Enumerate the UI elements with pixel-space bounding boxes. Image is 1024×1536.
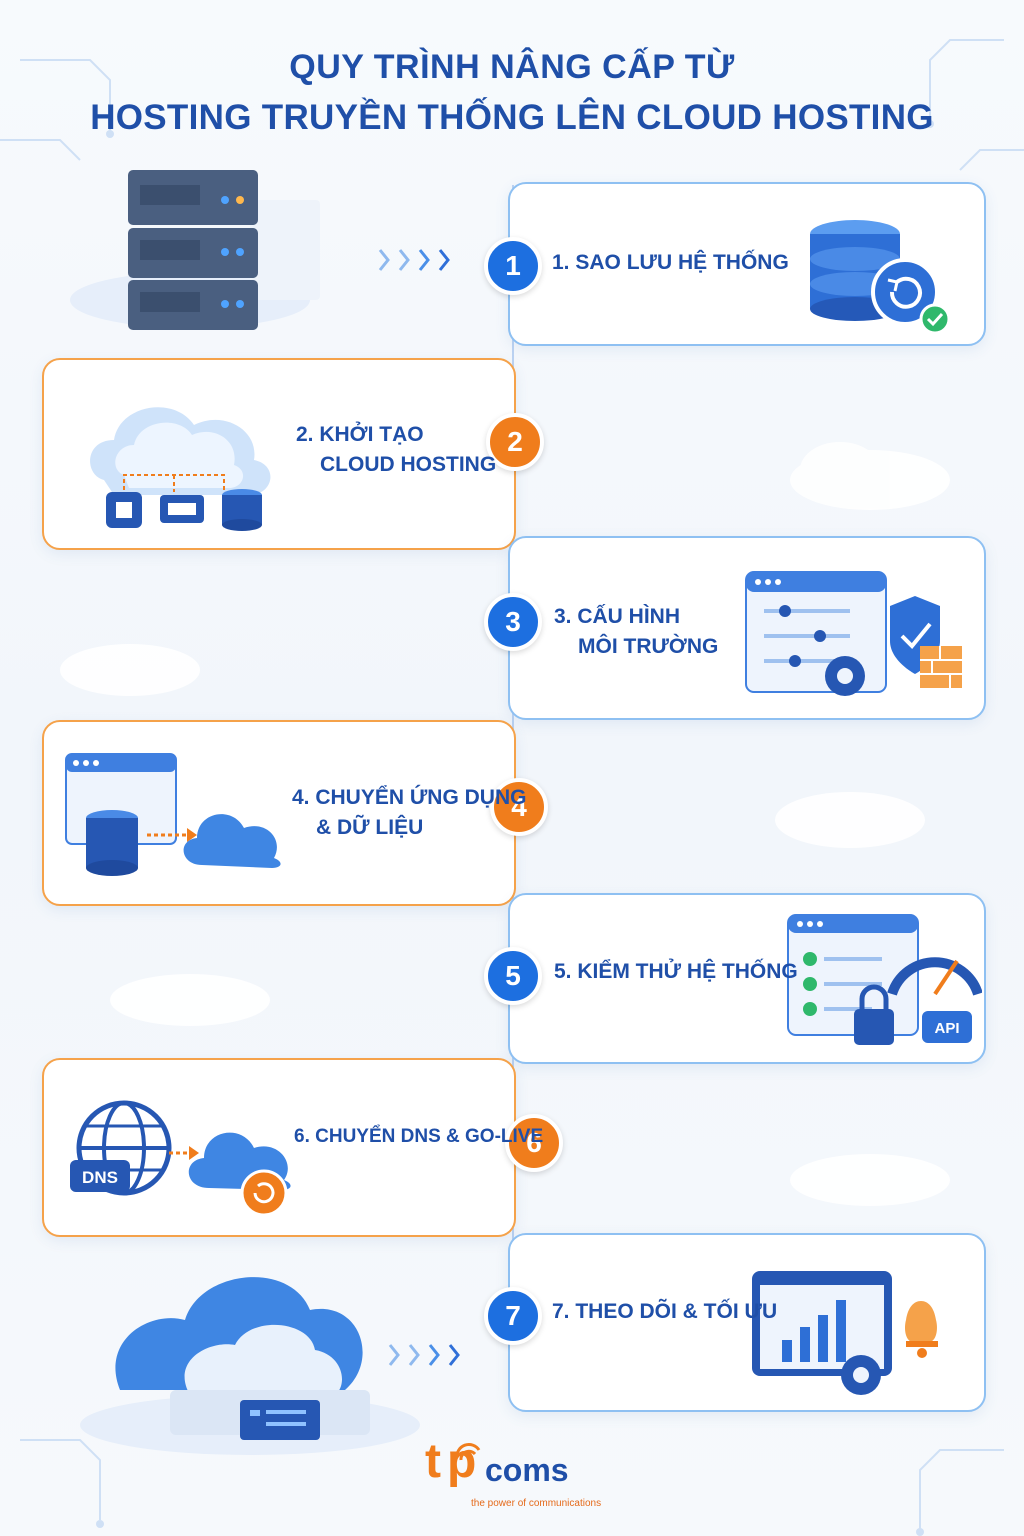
step-label-3-line2: MÔI TRƯỜNG	[578, 635, 719, 658]
signal-arc-icon	[455, 1443, 481, 1461]
step-card-4	[42, 720, 516, 906]
step-number-6: 6	[505, 1114, 563, 1172]
step-label-2-line2: CLOUD HOSTING	[320, 453, 497, 476]
step-label-6: 6. CHUYỂN DNS & GO-LIVE	[294, 1126, 544, 1147]
monitoring-optimize-icon	[752, 1271, 938, 1395]
page-title-line2: HOSTING TRUYỀN THỐNG LÊN CLOUD HOSTING	[90, 98, 934, 137]
step-card-2	[42, 358, 516, 550]
config-security-icon	[745, 571, 962, 696]
step-number-3: 3	[484, 593, 542, 651]
system-testing-icon: API	[787, 914, 982, 1045]
step-number-4: 4	[490, 778, 548, 836]
step-card-5: API	[508, 893, 986, 1064]
logo-tagline: the power of communications	[471, 1498, 602, 1509]
step-label-3-line1: 3. CẤU HÌNH	[554, 605, 681, 628]
step-card-3	[508, 536, 986, 720]
step-number-5: 5	[484, 947, 542, 1005]
step-number-7: 7	[484, 1287, 542, 1345]
step-label-4-line2: & DỮ LIỆU	[316, 816, 424, 839]
step-card-1	[508, 182, 986, 346]
page-title-line1: QUY TRÌNH NÂNG CẤP TỪ	[289, 48, 735, 86]
step-label-2-line1: 2. KHỞI TẠO	[296, 423, 424, 446]
api-label: API	[934, 1020, 959, 1037]
step-label-5: 5. KIỂM THỬ HỆ THỐNG	[554, 960, 798, 983]
tpcoms-logo: t p coms the power of communications	[425, 1435, 605, 1510]
step-card-6: DNS	[42, 1058, 516, 1237]
step-label-7: 7. THEO DÕI & TỐI ƯU	[552, 1300, 778, 1323]
cloud-infrastructure-icon	[90, 407, 271, 531]
step-number-1: 1	[484, 237, 542, 295]
database-backup-icon	[810, 220, 951, 334]
step-label-4-line1: 4. CHUYỂN ỨNG DỤNG	[292, 786, 527, 809]
step-number-2: 2	[486, 413, 544, 471]
logo-coms: coms	[485, 1452, 569, 1488]
dns-golive-icon: DNS	[70, 1100, 291, 1217]
dns-label: DNS	[82, 1168, 118, 1187]
app-data-migration-icon	[65, 753, 281, 876]
logo-t: t	[425, 1435, 441, 1488]
step-label-1: 1. SAO LƯU HỆ THỐNG	[552, 251, 789, 274]
step-card-7	[508, 1233, 986, 1412]
